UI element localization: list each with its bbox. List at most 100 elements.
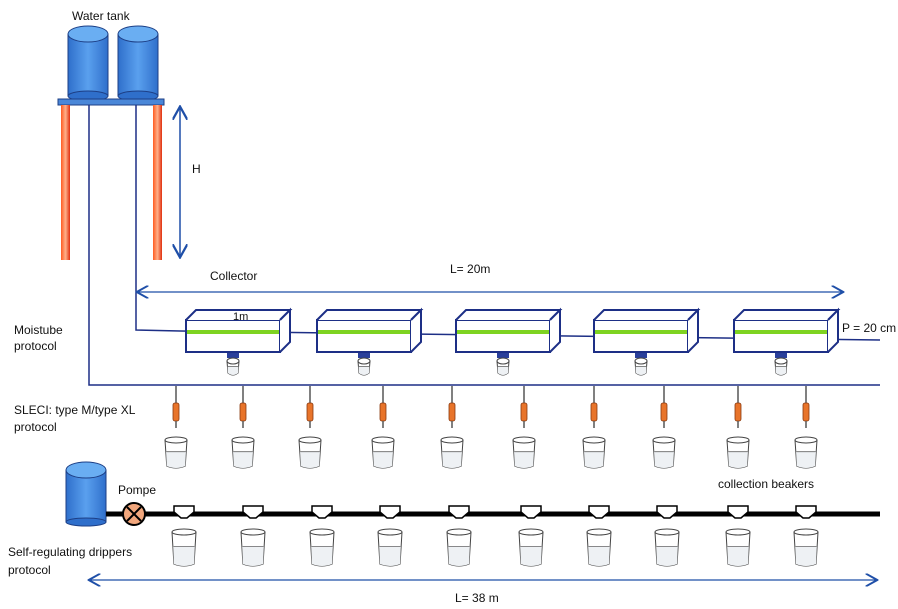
soil-box <box>185 307 293 376</box>
dripper-head <box>520 505 542 519</box>
dripper-collection-beaker <box>654 528 680 567</box>
drain-fitting <box>358 353 370 358</box>
moistube-supply-line <box>135 105 881 341</box>
soil-box <box>455 307 563 376</box>
dripper-head <box>173 505 195 519</box>
height-label: H <box>192 162 201 176</box>
dripper-head <box>727 505 749 519</box>
dripper <box>518 505 544 567</box>
dripper-collection-beaker <box>377 528 403 567</box>
dripper <box>171 505 197 567</box>
sleci-collection-beaker <box>652 436 676 469</box>
box-collection-beaker <box>634 357 648 376</box>
dripper <box>240 505 266 567</box>
dripper-collection-beaker <box>240 528 266 567</box>
dripper-system: Pompe <box>65 461 880 567</box>
dripper-head <box>656 505 678 519</box>
sleci-collection-beaker <box>582 436 606 469</box>
soil-box <box>593 307 701 376</box>
tank-platform <box>57 98 165 106</box>
pump-icon <box>122 502 146 526</box>
moistube-label-line2: protocol <box>14 339 57 353</box>
sleci-emitter <box>164 386 188 469</box>
sleci-label-line2: protocol <box>14 420 57 434</box>
box-collection-beaker <box>226 357 240 376</box>
sleci-emitter <box>726 386 750 469</box>
collector-label: Collector <box>210 269 257 283</box>
dripper-collection-beaker <box>586 528 612 567</box>
sleci-emitter-body <box>734 402 742 422</box>
dripper <box>377 505 403 567</box>
sleci-emitter-body <box>520 402 528 422</box>
dripper-collection-beaker <box>446 528 472 567</box>
sleci-emitter-body <box>379 402 387 422</box>
sleci-emitter <box>440 386 464 469</box>
drippers <box>171 505 819 567</box>
dripper <box>446 505 472 567</box>
dripper-collection-beaker <box>309 528 335 567</box>
drippers-label-line1: Self-regulating drippers <box>8 545 132 559</box>
length-top-label: L= 20m <box>450 262 490 276</box>
sleci-emitter-body <box>239 402 247 422</box>
sleci-label-line1: SLECI: type M/type XL <box>14 403 136 417</box>
sleci-collection-beaker <box>371 436 395 469</box>
sleci-collection-beaker <box>512 436 536 469</box>
box-collection-beaker <box>774 357 788 376</box>
dripper-head <box>242 505 264 519</box>
sleci-emitter <box>582 386 606 469</box>
water-tank-right <box>117 25 159 102</box>
sleci-collection-beaker <box>298 436 322 469</box>
dripper-collection-beaker <box>793 528 819 567</box>
dripper <box>654 505 680 567</box>
water-tank-assembly: Water tank H <box>57 9 201 260</box>
soil-box <box>316 307 424 376</box>
sleci-collection-beaker <box>440 436 464 469</box>
sleci-emitters <box>164 386 818 469</box>
sleci-emitter-body <box>590 402 598 422</box>
dripper <box>725 505 751 567</box>
sleci-emitter-body <box>306 402 314 422</box>
sleci-collection-beaker <box>231 436 255 469</box>
soil-box <box>733 307 841 376</box>
pump-label: Pompe <box>118 483 156 497</box>
sleci-supply-line <box>88 105 880 386</box>
moistube-label-line1: Moistube <box>14 323 63 337</box>
collector-dimension: Collector L= 20m <box>138 262 842 292</box>
dripper-head <box>379 505 401 519</box>
collection-beakers-label: collection beakers <box>718 477 814 491</box>
dripper-head <box>795 505 817 519</box>
moistube-soil-boxes <box>185 307 841 376</box>
sleci-emitter <box>794 386 818 469</box>
dripper-collection-beaker <box>725 528 751 567</box>
water-tank-label: Water tank <box>72 9 131 23</box>
drain-fitting <box>227 353 239 358</box>
drain-fitting <box>635 353 647 358</box>
sleci-collection-beaker <box>794 436 818 469</box>
drain-fitting <box>775 353 787 358</box>
sleci-emitter <box>512 386 536 469</box>
drippers-label-line2: protocol <box>8 563 51 577</box>
length-bottom-label: L= 38 m <box>455 591 499 605</box>
one-meter-label: 1m <box>233 311 248 323</box>
water-tank-left <box>67 25 109 102</box>
dripper <box>793 505 819 567</box>
dripper-collection-beaker <box>171 528 197 567</box>
sleci-emitter-body <box>802 402 810 422</box>
sleci-emitter <box>231 386 255 469</box>
dripper <box>586 505 612 567</box>
box-collection-beaker <box>357 357 371 376</box>
stand-leg-left <box>61 105 70 260</box>
sleci-emitter-body <box>660 402 668 422</box>
sleci-emitter-body <box>448 402 456 422</box>
dripper-head <box>588 505 610 519</box>
box-collection-beaker <box>496 357 510 376</box>
dripper-collection-beaker <box>518 528 544 567</box>
drain-fitting <box>497 353 509 358</box>
depth-label: P = 20 cm <box>842 321 896 335</box>
sleci-emitter <box>371 386 395 469</box>
stand-leg-right <box>153 105 162 260</box>
sleci-collection-beaker <box>726 436 750 469</box>
sleci-emitter <box>298 386 322 469</box>
dripper-head <box>448 505 470 519</box>
